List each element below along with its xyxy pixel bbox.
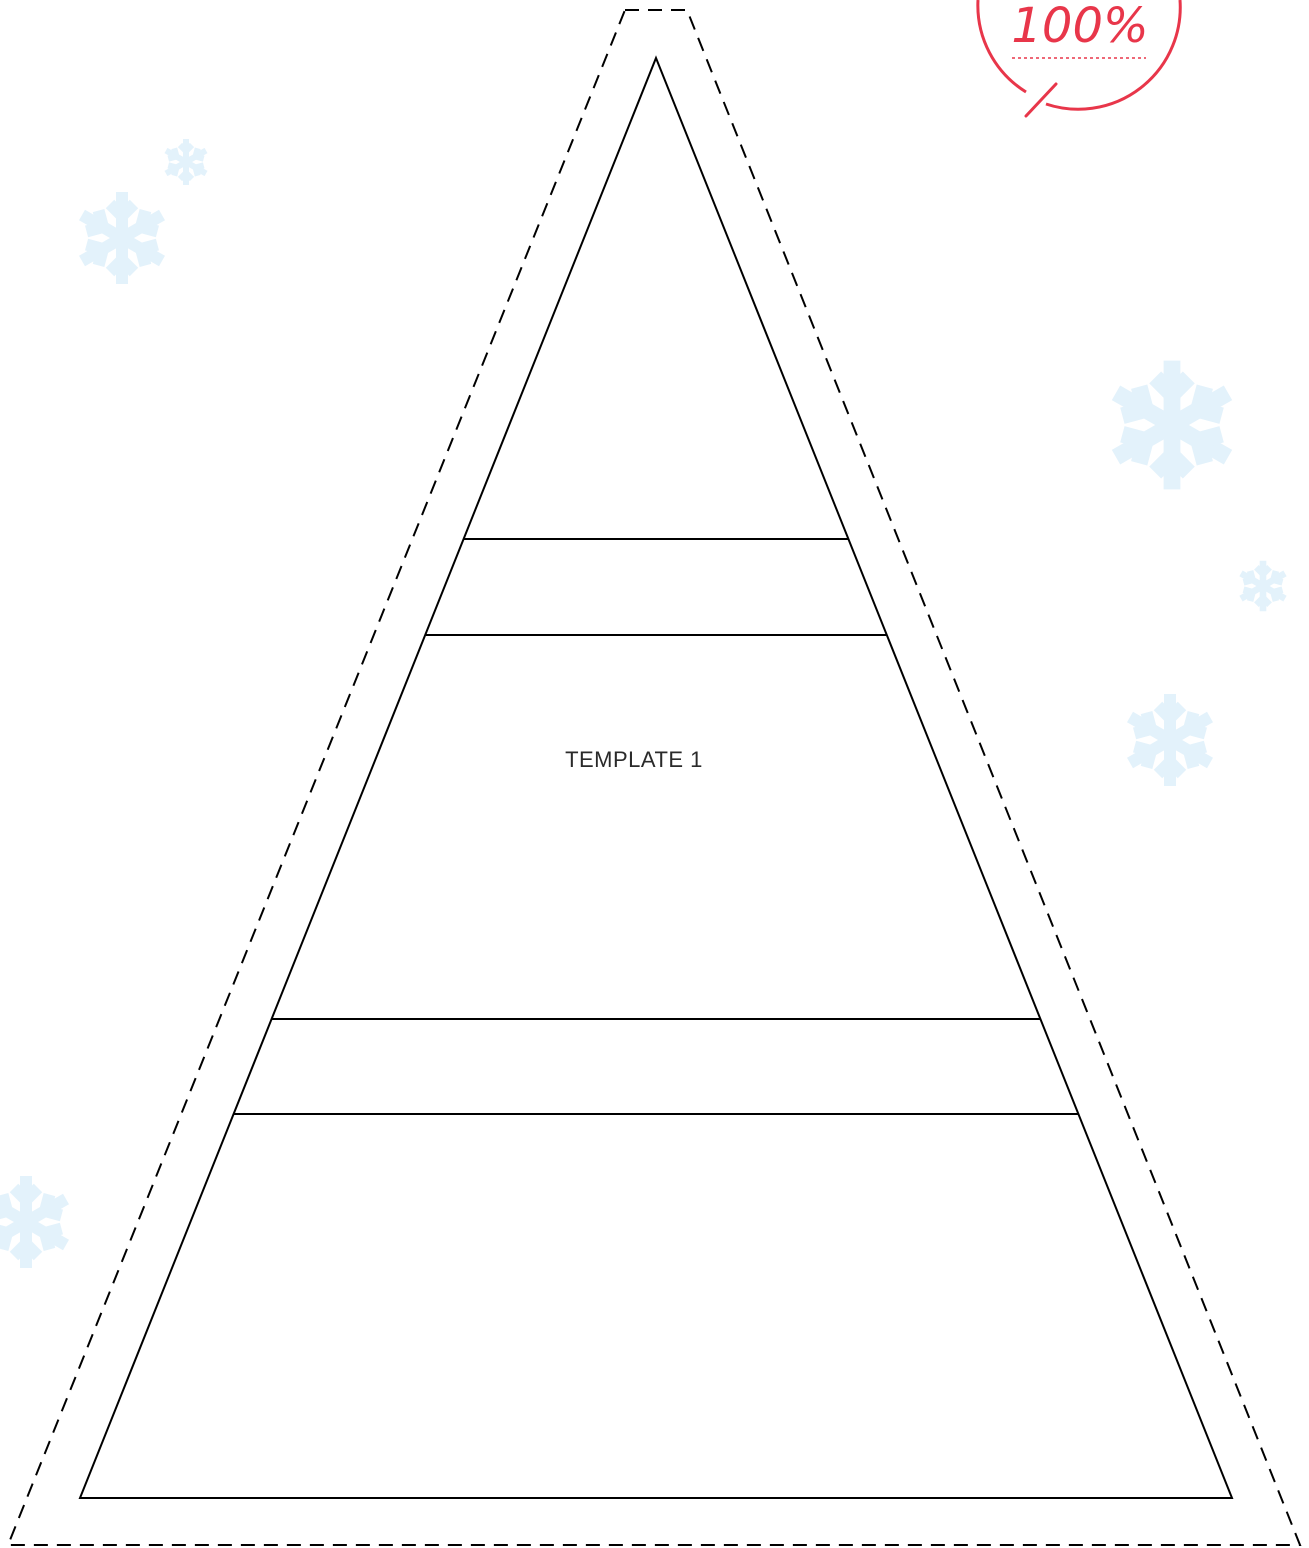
percent-badge-icon: 100% <box>978 0 1180 116</box>
percent-badge-text: 100% <box>1011 0 1148 54</box>
snowflake-icon <box>82 192 162 284</box>
snowflake-icon <box>1241 561 1285 612</box>
snowflake-icon <box>1130 694 1210 786</box>
inner-triangle <box>80 58 1232 1498</box>
snowflake-icon <box>0 1176 66 1268</box>
snowflake-icon <box>1116 361 1228 490</box>
template-label: TEMPLATE 1 <box>565 747 703 772</box>
snowflake-icon <box>166 139 206 185</box>
